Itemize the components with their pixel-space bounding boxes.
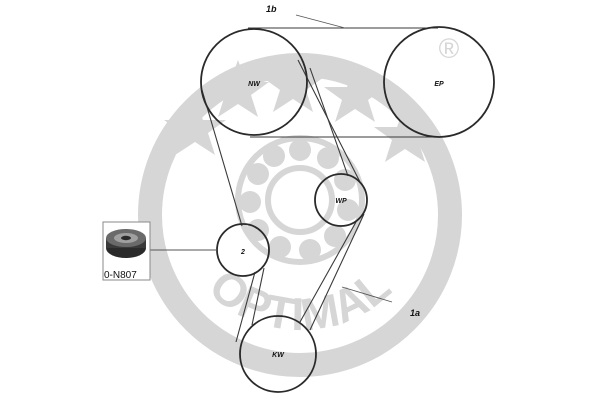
bearing-ball bbox=[247, 163, 269, 185]
callout-1b-leader bbox=[296, 15, 345, 28]
callout-1b-label: 1b bbox=[266, 4, 277, 14]
bearing-ball bbox=[239, 191, 261, 213]
idler-part-number: 0-N807 bbox=[104, 270, 137, 281]
bearing-ball bbox=[334, 169, 356, 191]
bearing-ball bbox=[299, 239, 321, 261]
bearing-ball bbox=[289, 139, 311, 161]
callout-1a-label: 1a bbox=[410, 308, 420, 318]
bearing-ball bbox=[317, 147, 339, 169]
pulley-wp-label: WP bbox=[335, 198, 347, 205]
bearing-ball bbox=[324, 225, 346, 247]
pulley-nw-label: NW bbox=[248, 81, 261, 88]
watermark-brand-text: OPTIMAL bbox=[200, 259, 400, 342]
callout-1b: 1b bbox=[266, 4, 345, 28]
watermark-registered-mark: ® bbox=[439, 33, 460, 64]
bearing-inner-race bbox=[268, 168, 332, 232]
pulley-kw-label: KW bbox=[272, 352, 285, 359]
pulley-idler-label: 2 bbox=[240, 249, 245, 256]
idler-pulley-icon bbox=[106, 229, 146, 258]
pulley-ep-label: EP bbox=[434, 81, 444, 88]
bearing-ball bbox=[263, 145, 285, 167]
bearing-ball bbox=[269, 236, 291, 258]
